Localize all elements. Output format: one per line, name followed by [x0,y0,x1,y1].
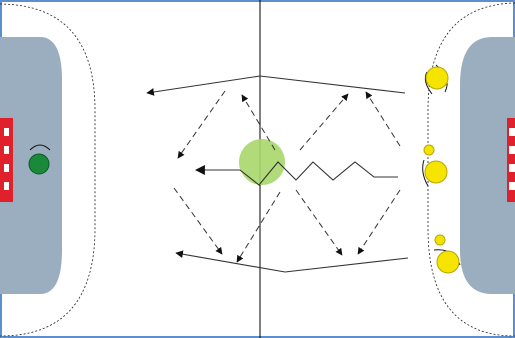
zigzag-dribble-arrow [195,161,398,186]
player-bottom [433,234,461,274]
goalkeeper [28,144,51,175]
pass-lines [173,90,401,263]
ball-zone-circle [239,139,285,185]
bottom-run-arrow [175,250,409,273]
left-free-throw-line [0,3,96,337]
player-middle [422,144,448,187]
right-goal-post [507,118,515,202]
left-goal-post [0,118,13,202]
right-free-throw-line [427,2,515,337]
top-run-arrow [146,75,406,96]
right-goal-area [460,37,515,294]
player-top [424,64,449,95]
